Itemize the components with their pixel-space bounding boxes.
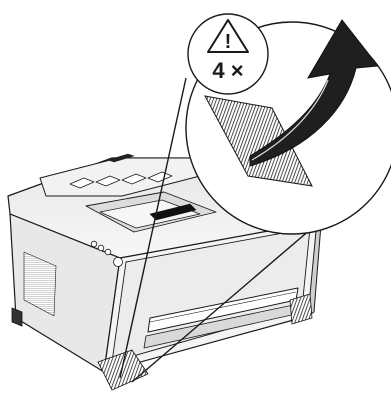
repeat-count-label: 4 × — [212, 58, 243, 83]
warning-badge: ! 4 × — [188, 14, 268, 94]
warning-symbol: ! — [225, 31, 232, 53]
